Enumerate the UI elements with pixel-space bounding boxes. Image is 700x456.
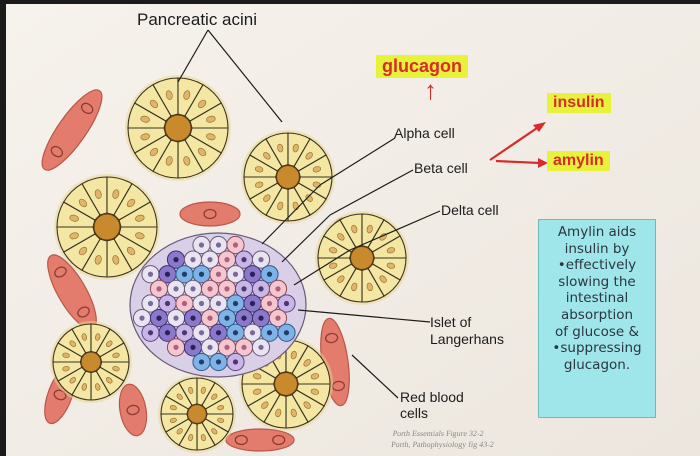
blood-vessel	[226, 429, 294, 451]
label-rbc-line2: cells	[400, 405, 464, 421]
label-beta-cell: Beta cell	[414, 160, 468, 176]
figure-credit: Porth Essentials Figure 32-2 Porth, Path…	[390, 428, 496, 450]
note-line: slowing the	[543, 274, 651, 291]
label-islet-line2: Langerhans	[430, 331, 504, 348]
amylin-note-box: Amylin aids insulin by •effectively slow…	[538, 219, 656, 418]
credit-line2: Porth, Pathophysiology fig 43-2	[390, 439, 494, 450]
label-rbc-line1: Red blood	[400, 389, 464, 405]
acinus	[158, 375, 236, 453]
note-line: Amylin aids	[543, 224, 651, 241]
note-line: insulin by	[543, 241, 651, 258]
acinus	[315, 211, 409, 305]
acinus	[54, 174, 160, 280]
note-line: glucagon.	[543, 357, 651, 374]
label-islet-line1: Islet of	[430, 314, 504, 331]
hormone-amylin: amylin	[547, 151, 610, 171]
label-islet-of-langerhans: Islet of Langerhans	[430, 314, 504, 348]
acinus	[241, 130, 335, 224]
credit-line1: Porth Essentials Figure 32-2	[392, 428, 496, 439]
islet-of-langerhans	[130, 233, 306, 377]
acinus	[125, 75, 231, 181]
label-red-blood-cells: Red blood cells	[400, 389, 464, 421]
note-line: absorption	[543, 307, 651, 324]
note-line: •effectively	[543, 257, 651, 274]
blood-vessel	[180, 202, 240, 226]
note-line: intestinal	[543, 290, 651, 307]
arrow-up-icon: ↑	[424, 77, 437, 103]
acinus	[50, 321, 132, 403]
note-line: of glucose &	[543, 324, 651, 341]
hormone-insulin: insulin	[547, 93, 611, 113]
hormone-glucagon: glucagon	[376, 55, 468, 78]
label-alpha-cell: Alpha cell	[394, 125, 455, 141]
note-line: •suppressing	[543, 340, 651, 357]
label-delta-cell: Delta cell	[441, 202, 499, 218]
label-pancreatic-acini: Pancreatic acini	[137, 10, 257, 30]
